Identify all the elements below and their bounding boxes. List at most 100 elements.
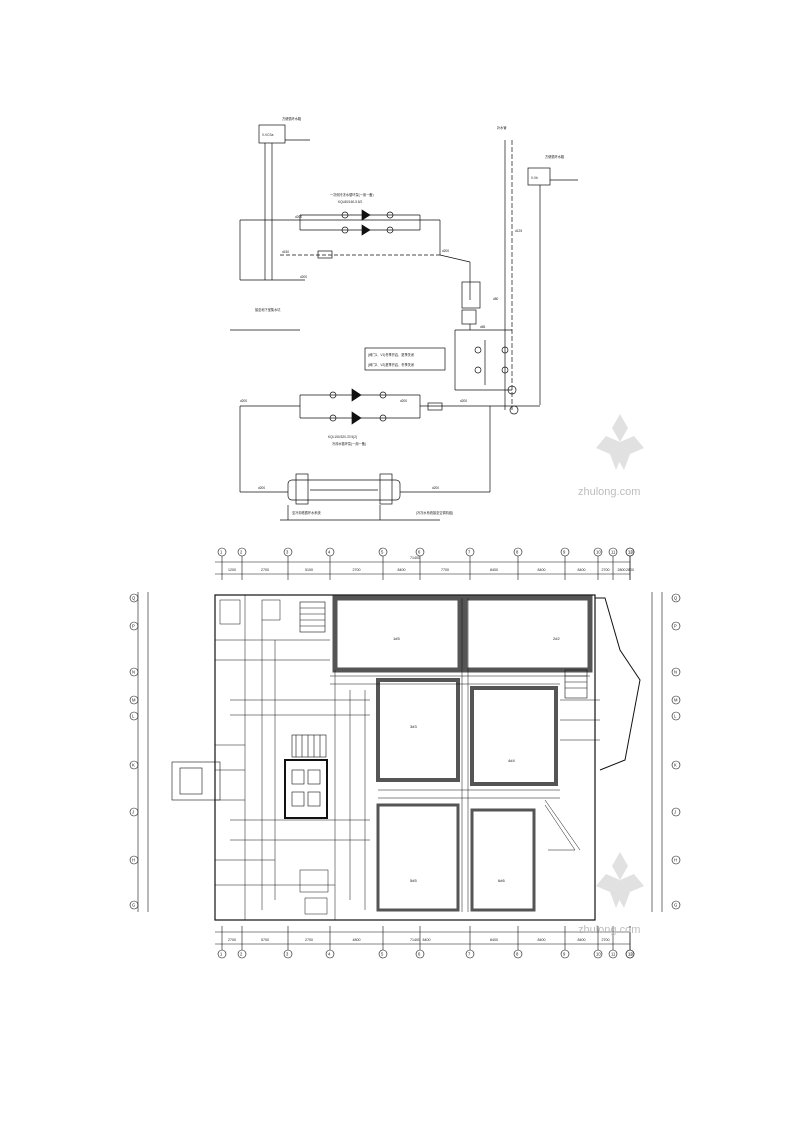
supply-note: 补水管: [497, 125, 507, 130]
grid-label: 5: [381, 952, 384, 957]
pump-icon: [361, 224, 371, 236]
pipe-size: d80: [493, 297, 499, 301]
tank-right: V-Vb 方便循环水箱: [527, 154, 578, 186]
pump-icon: [351, 411, 362, 425]
grid-label: 1: [220, 550, 223, 555]
grid-label: J: [674, 810, 676, 815]
dimension-text: 8400: [538, 568, 546, 572]
grid-label: 6: [418, 952, 421, 957]
grid-label: 9: [563, 952, 566, 957]
grid-bubble: [671, 711, 681, 721]
tank-left-tag: V-VCSa: [262, 133, 274, 137]
grid-label: 10: [596, 550, 601, 555]
watermark-top: zhulong.com: [578, 410, 662, 500]
grid-label: G: [674, 903, 677, 908]
grid-label: 8: [516, 952, 519, 957]
main-rooms: 1#5 2#2 3#3 4#4 5#5 6#6: [332, 595, 593, 912]
grid-label: P: [674, 624, 677, 629]
pipe-size: d200: [240, 399, 247, 403]
tank-right-label: 方便循环水箱: [545, 154, 565, 159]
room-tag: 2#2: [553, 636, 560, 641]
grid-bubble: [129, 695, 139, 705]
ground-label: 接至地下室集水坑: [255, 307, 281, 312]
pipe-size: d200: [295, 215, 302, 219]
dimension-text: 5700: [261, 938, 269, 942]
grid-bubble: [671, 667, 681, 677]
dimension-text: 2700: [353, 568, 361, 572]
dimension-text: 2800: [618, 568, 626, 572]
watermark-bottom: zhulong.com: [578, 848, 662, 938]
grid-label: 3: [286, 952, 289, 957]
pump-icon: [351, 388, 362, 402]
grid-label: Q: [132, 596, 136, 601]
grid-label: 9: [563, 550, 566, 555]
notes: (阀门1、V1)冬季开启、夏季关闭 (阀门2、V2)夏季开启、冬季关闭: [364, 347, 446, 371]
building-outline: [171, 594, 641, 921]
grid-label: 7: [468, 952, 471, 957]
grid-bubble: [671, 695, 681, 705]
grid-bubble: [671, 855, 681, 865]
room-tag: 5#5: [410, 878, 417, 883]
grid-label: 5: [381, 550, 384, 555]
tank-right-tag: V-Vb: [531, 176, 538, 180]
grid-label: H: [132, 858, 135, 863]
dimension-text: 8400: [423, 938, 431, 942]
pipe-size: d200: [258, 486, 265, 490]
watermark-logo-icon: [596, 852, 644, 908]
heat-exchanger: [461, 281, 481, 330]
grid-label: 8: [516, 550, 519, 555]
dimension-text: 4800: [353, 938, 361, 942]
dimension-text: 8400: [398, 568, 406, 572]
bottom-pump-group: KQL150/320-37/4(2) 冷却水循环泵(一用一备): [239, 388, 540, 492]
grid-label: 12: [628, 952, 633, 957]
grid-label: M: [674, 698, 678, 703]
grid-bubble: [671, 760, 681, 770]
grid-label: 2: [240, 952, 243, 957]
grid-label: 2: [240, 550, 243, 555]
grid-label: H: [674, 858, 677, 863]
grid-bubble: [129, 855, 139, 865]
grid-bubble: [129, 807, 139, 817]
grid-bubble: [129, 667, 139, 677]
grid-label: 4: [328, 952, 331, 957]
watermark-text: zhulong.com: [578, 924, 641, 936]
room-tag: 3#3: [410, 724, 417, 729]
grid-bubble: [129, 760, 139, 770]
grid-label: 11: [611, 550, 616, 555]
room-tag: 4#4: [508, 758, 515, 763]
pipe-size: d200: [432, 486, 439, 490]
grid-label: N: [674, 670, 677, 675]
pump-model-bottom: KQL150/320-37/4(2): [328, 435, 357, 439]
grid-label: 10: [596, 952, 601, 957]
overall-dim-top: 71400: [410, 556, 420, 560]
pump-model-top: KQL80/160-5.5/2: [338, 200, 363, 204]
pipe-size: d200: [400, 399, 407, 403]
grid-label: N: [132, 670, 135, 675]
grid-label: M: [132, 698, 136, 703]
chiller-unit: 至冷却塔循环水系统 (冷冻水系统接至空调机组): [240, 406, 491, 521]
grid-label: J: [132, 810, 134, 815]
pipe-size: d200: [460, 399, 467, 403]
room-tag: 6#6: [498, 878, 505, 883]
grid-bubble: [671, 621, 681, 631]
grid-label: 11: [611, 952, 616, 957]
left-pipework: 接至地下室集水坑: [230, 143, 471, 331]
room-tag: 1#5: [393, 636, 400, 641]
grid-bubble: [129, 621, 139, 631]
dimension-text: 8400: [578, 568, 586, 572]
dimension-text: 2700: [602, 568, 610, 572]
dimension-text: 8400: [490, 938, 498, 942]
grid-bubble: [671, 593, 681, 603]
dimension-text: 8400: [538, 938, 546, 942]
grid-bubble: [671, 900, 681, 910]
pipe-size: d125: [515, 229, 522, 233]
grid-label: 3: [286, 550, 289, 555]
grid-label: L: [674, 714, 677, 719]
dimension-text: 1200: [228, 568, 236, 572]
